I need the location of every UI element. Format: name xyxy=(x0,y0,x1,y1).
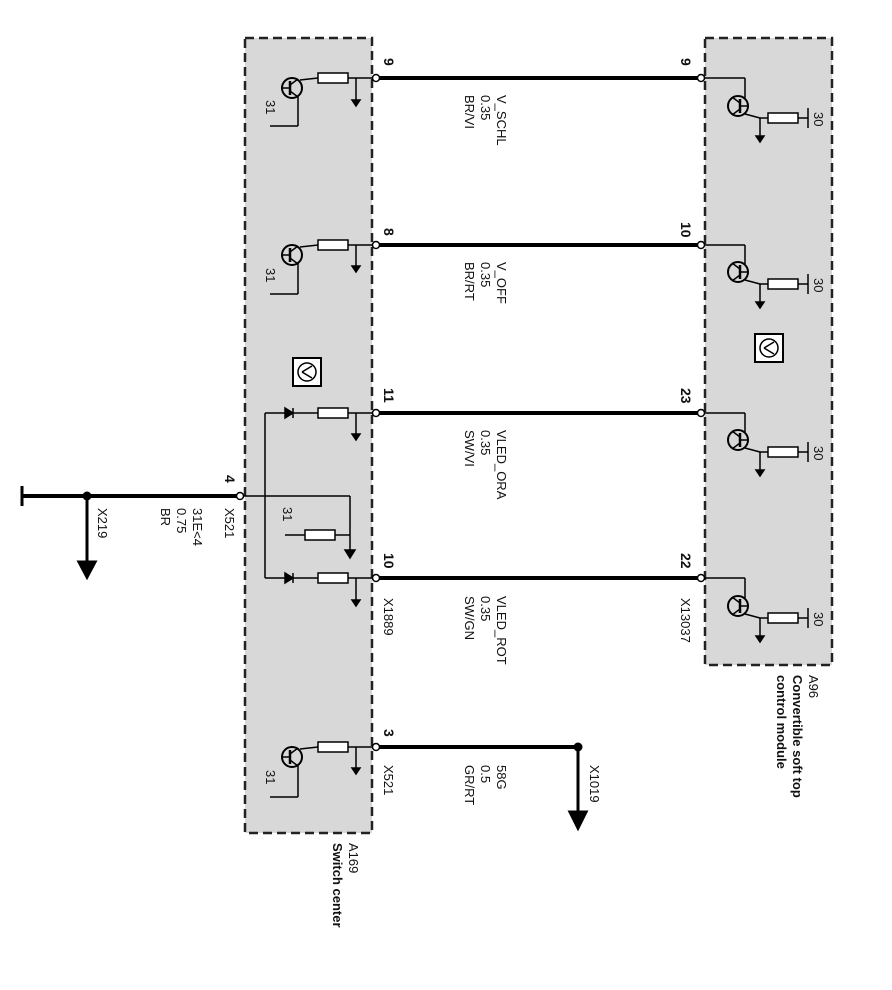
terminals xyxy=(235,73,706,752)
pin-ground: 4 xyxy=(222,475,238,483)
pin-right-4: 22 xyxy=(678,553,694,569)
wire4-color: SW/GN xyxy=(462,596,477,640)
wire1-gauge: 0.35 xyxy=(478,95,493,120)
wire4-conn-left: X1889 xyxy=(381,598,396,636)
ground-connector: X521 xyxy=(222,508,237,538)
output-signal: 58G xyxy=(494,765,509,790)
wire2-gauge: 0.35 xyxy=(478,262,493,287)
wire4-conn-right: X13037 xyxy=(678,598,693,643)
ground-signal: 31E<4 xyxy=(190,508,205,546)
pin-left-5: 3 xyxy=(381,729,397,737)
wire3-signal: VLED_ORA xyxy=(494,430,509,500)
wire1-color: BR/VI xyxy=(462,95,477,129)
supply-label-1: 30 xyxy=(811,112,826,126)
supply-label-3: 30 xyxy=(811,446,826,460)
switch-center-module-box xyxy=(243,36,374,835)
output-color: GR/RT xyxy=(462,765,477,805)
pin-left-1: 9 xyxy=(381,58,397,66)
ground-label-1: 31 xyxy=(263,100,278,114)
soft-top-internals xyxy=(705,77,809,644)
wire3-color: SW/VI xyxy=(462,430,477,467)
switch-center-id: A169 xyxy=(346,843,361,873)
ground-label-3: 31 xyxy=(280,507,295,521)
ground-gauge: 0.75 xyxy=(174,508,189,533)
wires xyxy=(22,76,701,749)
arrows xyxy=(20,486,589,832)
wire2-color: BR/RT xyxy=(462,262,477,301)
pin-left-3: 11 xyxy=(381,388,397,403)
pin-left-4: 10 xyxy=(381,553,397,569)
soft-top-id: A96 xyxy=(806,675,821,698)
pin-right-3: 23 xyxy=(678,388,694,404)
soft-top-name-line2: control module xyxy=(774,675,789,769)
output-dest-connector: X1019 xyxy=(587,765,602,803)
pin-right-2: 10 xyxy=(678,222,694,238)
supply-label-4: 30 xyxy=(811,612,826,626)
output-connector: X521 xyxy=(381,765,396,795)
ground-dest-connector: X219 xyxy=(95,508,110,538)
pin-left-2: 8 xyxy=(381,228,397,236)
wire4-gauge: 0.35 xyxy=(478,596,493,621)
supply-label-2: 30 xyxy=(811,278,826,292)
labels: 31 31 31 31 30 30 30 30 9 9 8 10 11 23 1… xyxy=(95,58,826,928)
wire2-signal: V_OFF xyxy=(494,262,509,304)
output-gauge: 0.5 xyxy=(478,765,493,783)
ground-label-2: 31 xyxy=(263,268,278,282)
soft-top-name-line1: Convertible soft top xyxy=(790,675,805,798)
wire3-gauge: 0.35 xyxy=(478,430,493,455)
wire1-signal: V_SCHL xyxy=(494,95,509,146)
ground-color: BR xyxy=(158,508,173,526)
switch-center-internals xyxy=(238,72,372,798)
switch-center-name: Switch center xyxy=(330,843,345,928)
ground-label-4: 31 xyxy=(263,770,278,784)
pin-right-1: 9 xyxy=(678,58,694,66)
wire4-signal: VLED_ROT xyxy=(494,596,509,665)
